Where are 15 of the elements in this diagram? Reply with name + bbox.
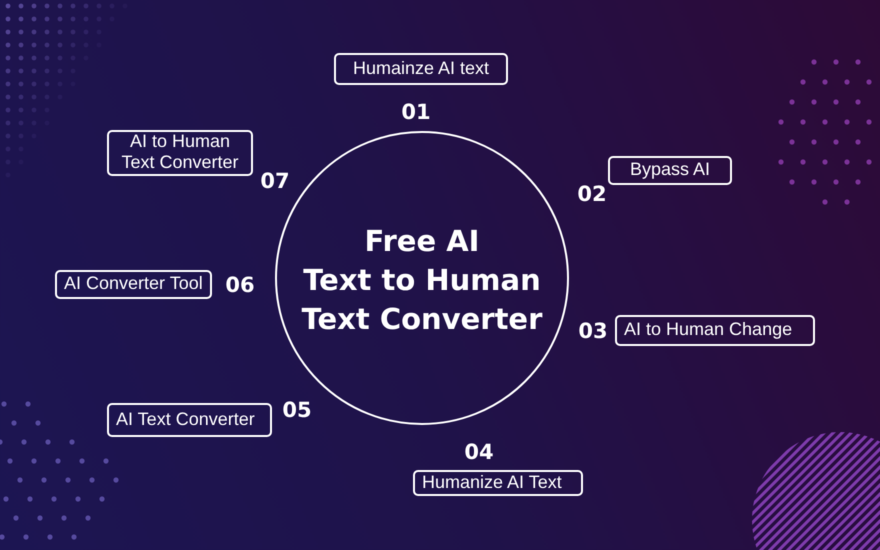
center-title: Free AI Text to Human Text Converter (302, 222, 542, 338)
step-number: 04 (464, 440, 494, 464)
topic-label: AI Converter Tool (55, 270, 212, 299)
topic-label: Humainze AI text (334, 53, 508, 85)
step-number: 07 (260, 169, 290, 193)
step-number: 02 (577, 182, 607, 206)
step-number: 01 (401, 100, 431, 124)
topic-label: Humanize AI Text (413, 470, 583, 496)
topic-label: AI to Human Change (615, 315, 815, 346)
step-number: 03 (578, 319, 608, 343)
step-number: 06 (225, 273, 255, 297)
step-number: 05 (282, 398, 312, 422)
topic-label: Bypass AI (608, 156, 732, 185)
topic-label: AI Text Converter (107, 403, 272, 437)
topic-label: AI to Human Text Converter (107, 130, 253, 176)
